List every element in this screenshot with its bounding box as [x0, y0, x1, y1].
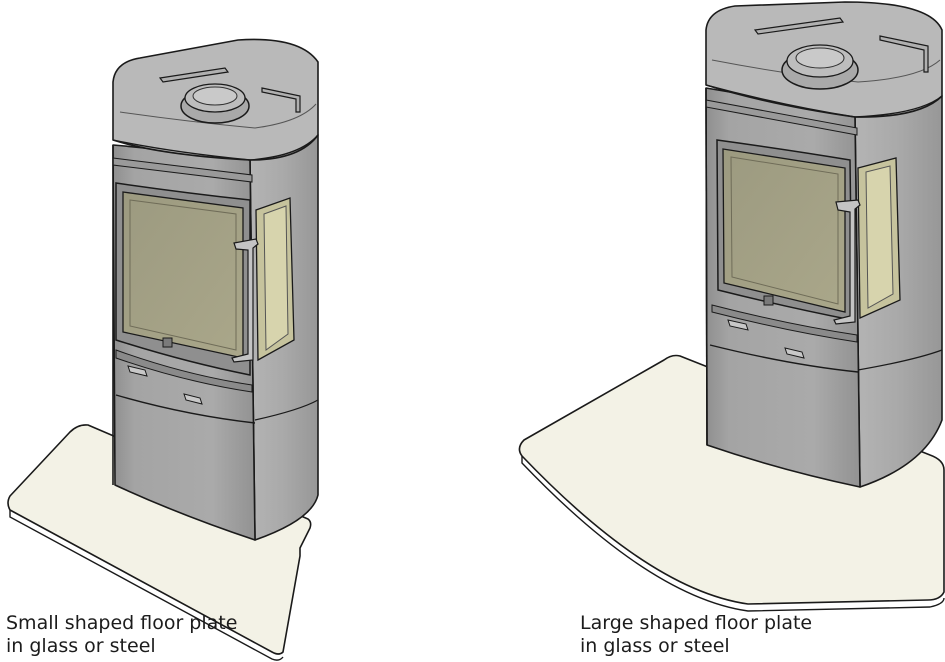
large-stove: [705, 1, 943, 488]
small-floor-plate: [7, 424, 312, 661]
large-plate-caption-line2: in glass or steel: [580, 635, 730, 657]
small-stove: [112, 38, 319, 541]
small-plate-caption-line2: in glass or steel: [6, 635, 156, 657]
small-plate-caption: Small shaped floor plate in glass or ste…: [6, 612, 237, 658]
large-plate-caption: Large shaped floor plate in glass or ste…: [580, 612, 812, 658]
large-floor-plate: [518, 354, 945, 612]
small-plate-caption-line1: Small shaped floor plate: [6, 612, 238, 634]
large-plate-caption-line1: Large shaped floor plate: [580, 612, 813, 634]
